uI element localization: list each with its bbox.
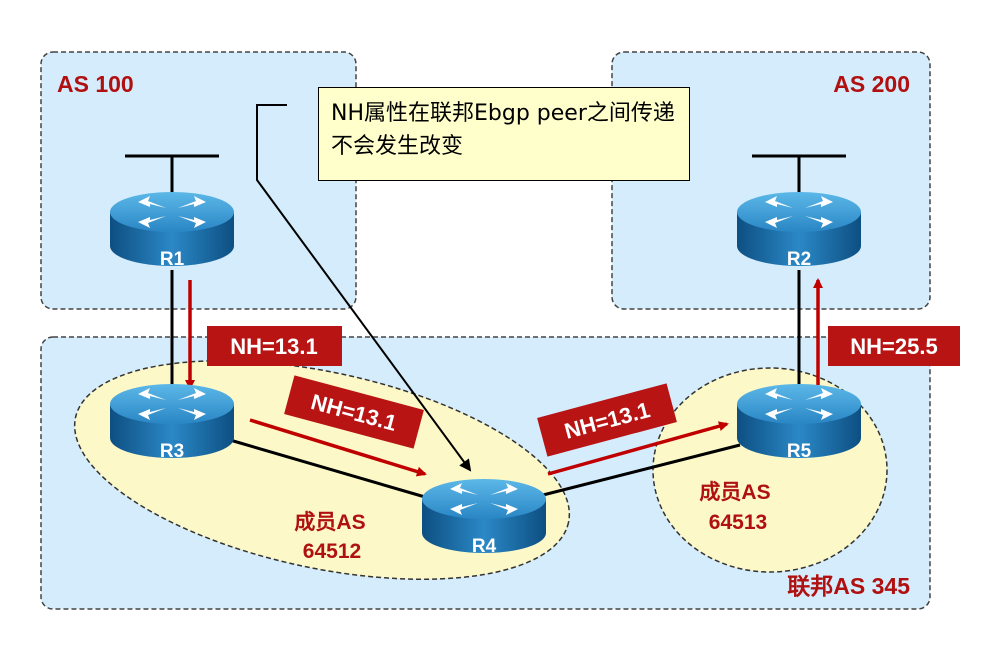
member-as-64513-number: 64513 [709, 511, 767, 534]
router-r3-label: R3 [160, 441, 184, 462]
router-r1: R1 [110, 192, 234, 270]
member-as-64512-title: 成员AS [294, 510, 365, 534]
svg-text:NH=13.1: NH=13.1 [230, 334, 317, 359]
as200-title: AS 200 [833, 71, 910, 97]
nh-label-r5-r2: NH=25.5 [828, 326, 960, 366]
nh-arrow-r4-r5 [547, 421, 729, 476]
router-r1-label: R1 [160, 249, 185, 270]
member-as-64513-title: 成员AS [699, 480, 770, 504]
svg-text:NH=25.5: NH=25.5 [850, 334, 937, 359]
nh-arrow-r3-r4 [249, 418, 427, 477]
member-as-64512-number: 64512 [303, 540, 361, 563]
router-r3: R3 [110, 384, 234, 462]
as100-title: AS 100 [57, 71, 134, 97]
router-r4: R4 [422, 479, 546, 557]
note-pointer-line [256, 104, 472, 472]
lan-segment-r1 [125, 154, 219, 196]
annotation-note: NH属性在联邦Ebgp peer之间传递不会发生改变 [318, 87, 690, 181]
router-r5-label: R5 [787, 441, 812, 462]
link-r3-r4 [229, 438, 426, 499]
router-r2-label: R2 [787, 249, 811, 270]
confed-title: 联邦AS 345 [787, 573, 910, 599]
router-r5: R5 [737, 384, 861, 462]
router-r2: R2 [737, 192, 861, 270]
link-r4-r5 [542, 443, 741, 497]
nh-label-r1-r3: NH=13.1 [207, 326, 342, 366]
router-r4-label: R4 [472, 536, 497, 557]
lan-segment-r2 [752, 154, 846, 196]
